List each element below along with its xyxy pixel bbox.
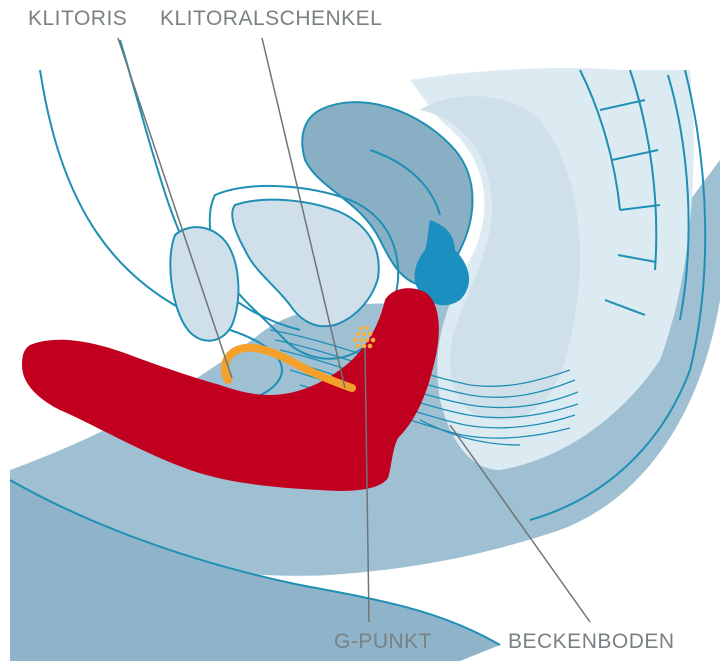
leader-g-punkt [364,347,370,623]
label-g-punkt: G-PUNKT [334,630,432,653]
cervix [414,220,470,306]
rectum [420,96,580,421]
bladder [231,198,380,328]
toy [22,288,439,491]
label-klitoris: KLITORIS [28,7,128,30]
g-spot [352,325,376,349]
uterus-inner-line [369,149,441,216]
leader-klitoris [117,37,233,379]
clitoris-shape [220,343,356,392]
lower-tissue-outline [9,479,501,646]
label-klitoralschenkel: KLITORALSCHENKEL [160,7,383,30]
leader-beckenboden [449,424,591,623]
leader-klitoralschenkel [261,37,346,389]
pubic-bone [169,226,240,342]
vertebrae [529,69,707,521]
leader-lines [117,37,591,623]
lower-tissue-band [10,480,500,661]
label-beckenboden: BECKENBODEN [508,630,675,653]
